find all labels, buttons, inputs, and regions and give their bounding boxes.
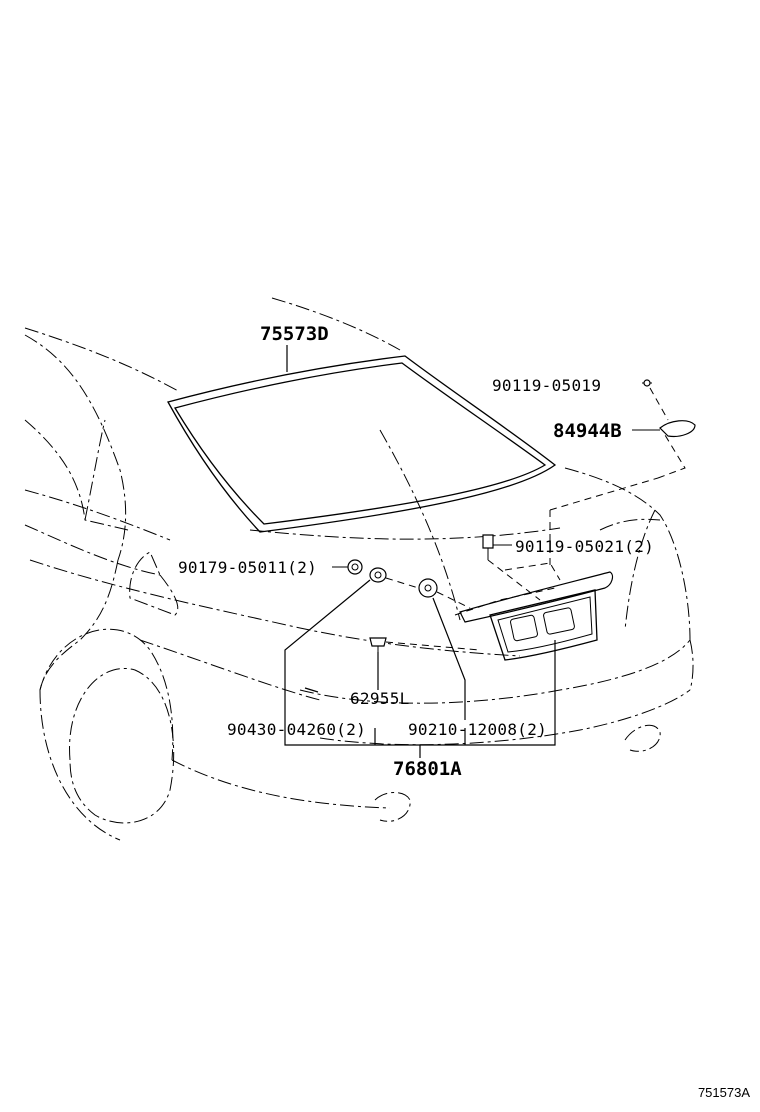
label-90119-05021: 90119-05021(2) bbox=[515, 537, 654, 556]
label-90430-04260: 90430-04260(2) bbox=[227, 720, 366, 739]
figure-id: 751573A bbox=[697, 1085, 750, 1100]
label-90119-05019: 90119-05019 bbox=[492, 376, 601, 395]
label-75573d: 75573D bbox=[260, 323, 329, 345]
label-90179-05011: 90179-05011(2) bbox=[178, 558, 317, 577]
leader-lines bbox=[284, 345, 556, 758]
rear-window-moulding bbox=[167, 355, 557, 533]
license-lamp bbox=[632, 420, 696, 438]
grommet bbox=[369, 567, 426, 591]
car-body-outline bbox=[24, 297, 694, 841]
label-62955l: 62955L bbox=[350, 689, 410, 708]
washer bbox=[418, 578, 471, 609]
screw-top bbox=[642, 379, 669, 421]
label-76801a: 76801A bbox=[393, 758, 462, 780]
screw-mid bbox=[482, 534, 541, 601]
clip bbox=[369, 637, 481, 652]
nut-left bbox=[332, 559, 363, 575]
label-90210-12008: 90210-12008(2) bbox=[408, 720, 547, 739]
label-84944b: 84944B bbox=[553, 420, 622, 442]
